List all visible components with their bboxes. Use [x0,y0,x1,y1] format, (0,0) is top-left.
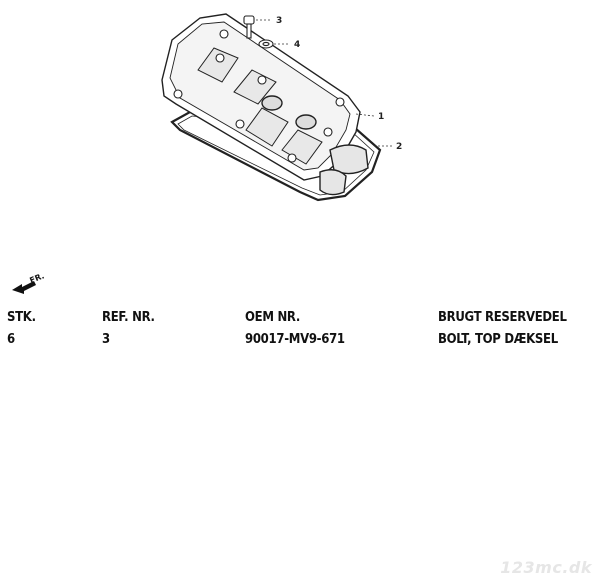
header-oem-number: OEM NR. [245,309,301,325]
table-row[interactable]: 6 3 90017-MV9-671 BOLT, TOP DÆKSEL [7,328,592,350]
callout-3: 3 [276,16,282,26]
cell-part-name: BOLT, TOP DÆKSEL [438,331,558,347]
washer-part-4 [258,39,274,49]
callout-1: 1 [378,112,384,122]
header-ref-number: REF. NR. [102,309,155,325]
parts-table: STK. REF. NR. OEM NR. BRUGT RESERVEDEL 6… [7,306,592,350]
callout-4: 4 [294,40,300,50]
header-part-name: BRUGT RESERVEDEL [438,309,567,325]
front-label: FR. [28,272,45,285]
cover-bolts [173,29,345,163]
table-header-row: STK. REF. NR. OEM NR. BRUGT RESERVEDEL [7,306,592,328]
cell-quantity: 6 [7,331,15,347]
front-arrow-icon: FR. [12,272,46,294]
bolt-part-3 [243,15,255,39]
header-quantity: STK. [7,309,36,325]
valve-cover-exploded-diagram: 3 4 1 2 [161,13,402,202]
cell-oem-number: 90017-MV9-671 [245,331,345,347]
callout-2: 2 [396,142,402,152]
watermark-logo: 123mc.dk [500,558,592,577]
cell-ref-number: 3 [102,331,110,347]
leader-lines [256,19,392,147]
